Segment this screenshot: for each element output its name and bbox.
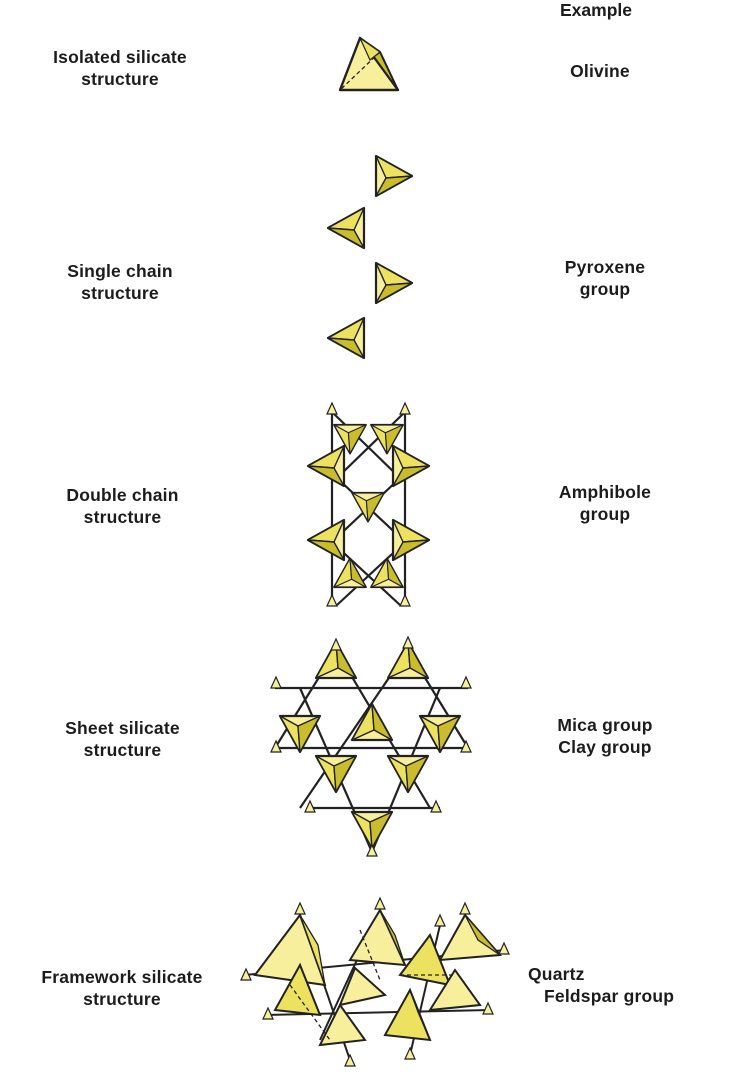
double-chain-tetrahedra [306,402,431,607]
sheet-tetrahedra [270,636,472,857]
isolated-tetrahedron [338,36,400,92]
single-chain-tetrahedra [326,154,414,360]
example-column-heading: Example [560,0,632,20]
example-label-olivine: Olivine [570,61,630,81]
framework-tetrahedra [240,897,510,1067]
